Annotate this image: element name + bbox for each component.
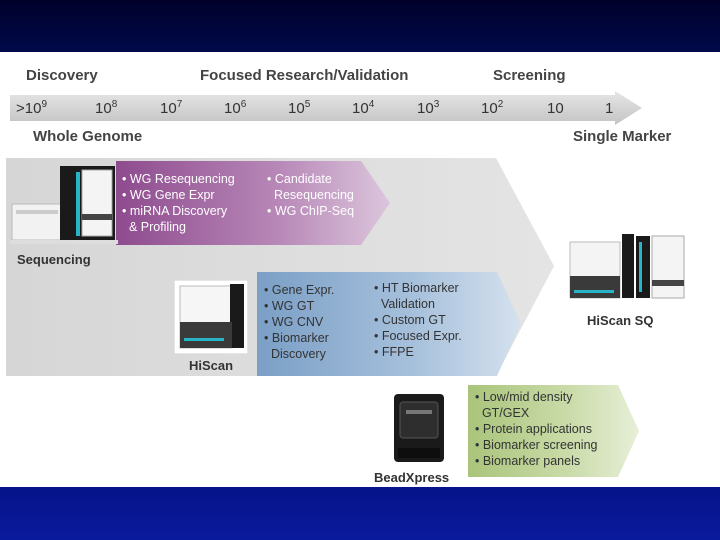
list-item: • WG CNV xyxy=(264,315,324,329)
list-item: • HT Biomarker xyxy=(374,281,459,295)
sequencing-col1: • WG Resequencing • WG Gene Expr • miRNA… xyxy=(122,171,235,235)
header-discovery: Discovery xyxy=(26,67,98,84)
scale-tick: >109 xyxy=(16,99,47,117)
scale-tick-base: >10 xyxy=(16,100,42,117)
scale-tick-base: 10 xyxy=(224,100,241,117)
scale-tick: 107 xyxy=(160,99,182,117)
scale-tick-exponent: 8 xyxy=(111,99,118,110)
list-item: GT/GEX xyxy=(475,406,530,420)
list-item: • miRNA Discovery xyxy=(122,204,228,218)
hiscan-label: HiScan xyxy=(189,358,234,373)
scale-tick: 102 xyxy=(481,99,503,117)
header-focused: Focused Research/Validation xyxy=(200,67,409,84)
scale-tick: 1 xyxy=(605,99,613,117)
list-item: • Custom GT xyxy=(374,313,446,327)
list-item: Validation xyxy=(374,297,435,311)
scale-tick-base: 10 xyxy=(352,100,369,117)
scale-tick: 108 xyxy=(95,99,117,117)
list-item: • Protein applications xyxy=(475,422,592,436)
scale-tick-exponent: 4 xyxy=(368,99,375,110)
list-item: • Focused Expr. xyxy=(374,329,462,343)
bottom-band xyxy=(0,487,720,540)
list-item: Resequencing xyxy=(267,188,354,202)
sequencer-instrument-image xyxy=(10,166,118,244)
hiscan-sq-label: HiScan SQ xyxy=(587,313,654,328)
list-item: • Biomarker screening xyxy=(475,438,598,452)
list-item: & Profiling xyxy=(122,220,186,234)
beadxpress-instrument-image xyxy=(394,394,444,462)
scale-tick-exponent: 2 xyxy=(497,99,504,110)
scale-tick-base: 1 xyxy=(605,100,614,117)
scale-tick-base: 10 xyxy=(547,100,564,117)
scale-tick: 105 xyxy=(288,99,310,117)
hiscan-sq-instrument-image xyxy=(569,234,685,299)
beadxpress-panel xyxy=(468,385,639,477)
scale-tick-base: 10 xyxy=(160,100,177,117)
scale-tick: 10 xyxy=(547,99,564,117)
hiscan-col2: • HT Biomarker Validation • Custom GT • … xyxy=(374,280,462,360)
header-screening: Screening xyxy=(493,67,566,84)
list-item: • WG Gene Expr xyxy=(122,188,215,202)
sequencing-label: Sequencing xyxy=(17,252,91,267)
hiscan-panel xyxy=(257,272,521,376)
beadxpress-label: BeadXpress xyxy=(374,470,450,485)
scale-tick-exponent: 9 xyxy=(41,99,48,110)
scale-tick-exponent: 5 xyxy=(304,99,311,110)
scale-tick: 103 xyxy=(417,99,439,117)
list-item: • WG ChIP-Seq xyxy=(267,204,355,218)
scale-tick-exponent: 7 xyxy=(176,99,183,110)
scale-tick-base: 10 xyxy=(417,100,434,117)
sequencing-col2: • Candidate Resequencing • WG ChIP-Seq xyxy=(267,171,354,219)
scale-tick-base: 10 xyxy=(481,100,498,117)
header-single-marker: Single Marker xyxy=(573,128,672,145)
list-item: • WG GT xyxy=(264,299,315,313)
beadxpress-list: • Low/mid density GT/GEX • Protein appli… xyxy=(475,389,597,469)
scale-tick: 104 xyxy=(352,99,374,117)
scale-tick-exponent: 3 xyxy=(433,99,440,110)
list-item: • Gene Expr. xyxy=(264,283,335,297)
scale-arrow xyxy=(10,91,642,125)
scale-tick-base: 10 xyxy=(288,100,305,117)
list-item: Discovery xyxy=(264,347,326,361)
sequencing-panel xyxy=(116,161,390,245)
list-item: • FFPE xyxy=(374,345,414,359)
list-item: • Biomarker xyxy=(264,331,329,345)
list-item: • Low/mid density xyxy=(475,390,573,404)
hiscan-instrument-image xyxy=(174,280,248,354)
list-item: • Biomarker panels xyxy=(475,454,581,468)
scale-tick: 106 xyxy=(224,99,246,117)
top-band xyxy=(0,0,720,52)
list-item: • WG Resequencing xyxy=(122,172,235,186)
scale-tick-exponent: 6 xyxy=(240,99,247,110)
header-whole-genome: Whole Genome xyxy=(33,128,143,145)
hiscan-col1: • Gene Expr. • WG GT • WG CNV • Biomarke… xyxy=(264,282,334,362)
scale-tick-base: 10 xyxy=(95,100,112,117)
list-item: • Candidate xyxy=(267,172,332,186)
